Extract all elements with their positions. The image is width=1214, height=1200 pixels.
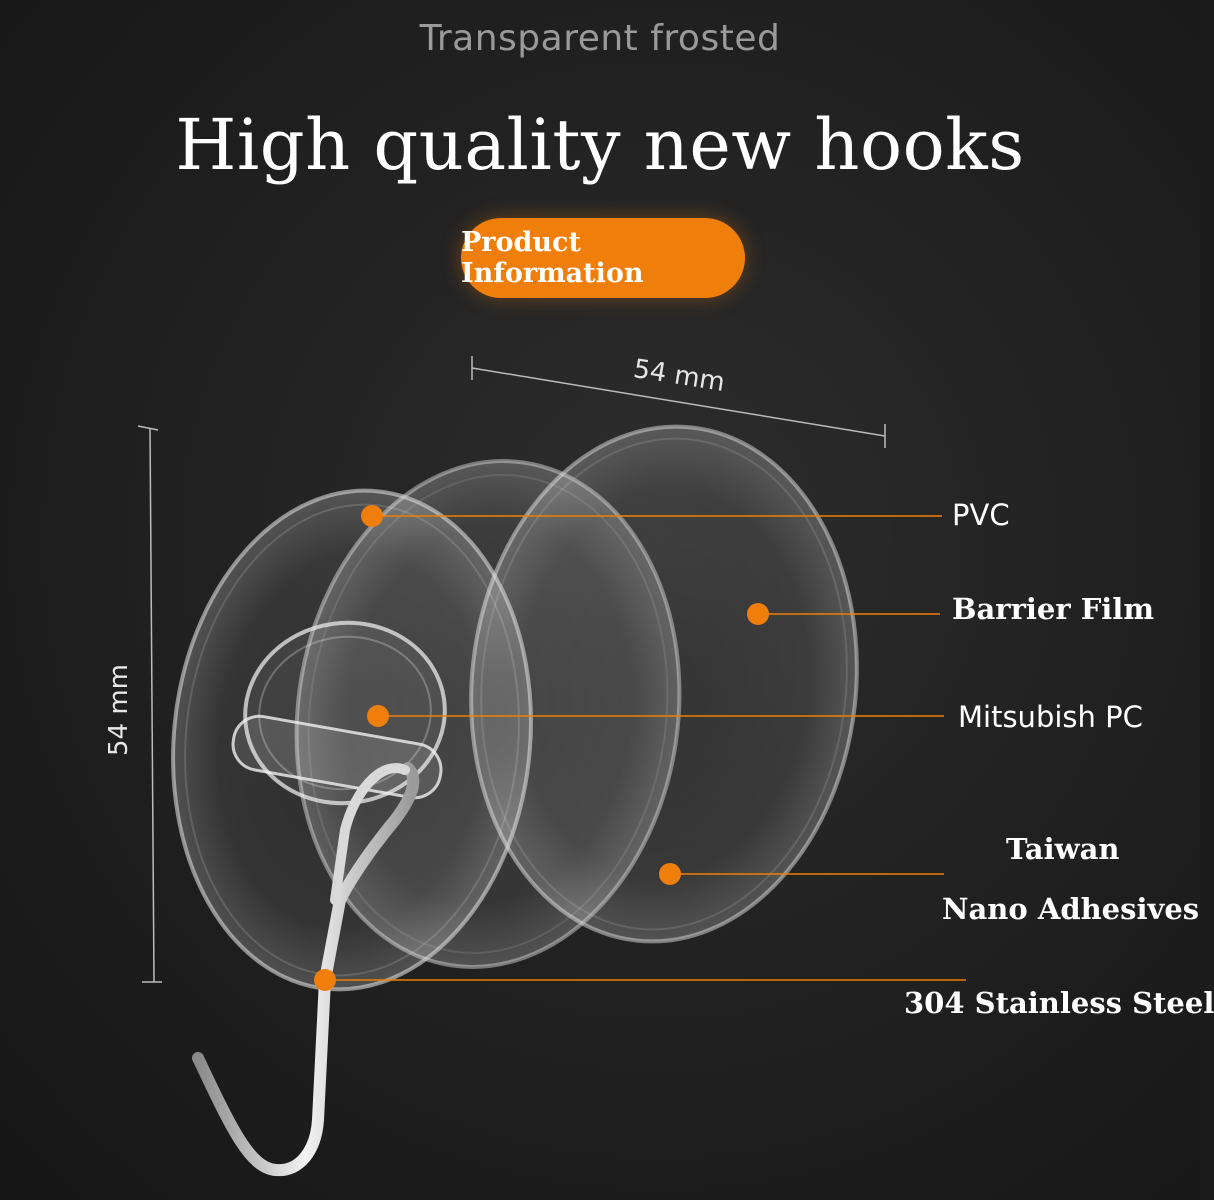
- steel-hook: [192, 762, 420, 1177]
- page-title: High quality new hooks: [175, 104, 1025, 186]
- callout-dots: [314, 505, 769, 991]
- product-info-badge: Product Information: [461, 218, 745, 298]
- adhesive-dot: [659, 863, 681, 885]
- subtitle: Transparent frosted: [419, 18, 781, 59]
- callout-lines: [325, 515, 966, 981]
- label-adhesive-line2: Nano Adhesives: [942, 892, 1200, 926]
- width-dimension: [471, 356, 886, 448]
- label-steel: 304 Stainless Steel: [904, 986, 1214, 1020]
- height-dimension: [137, 425, 162, 983]
- label-mitsubish-pc: Mitsubish PC: [958, 700, 1143, 734]
- label-pvc: PVC: [952, 498, 1010, 532]
- pc-cap: [231, 620, 447, 806]
- label-adhesive-line1: Taiwan: [1006, 832, 1120, 866]
- pvc-dot: [361, 505, 383, 527]
- product-info-badge-label: Product Information: [461, 227, 644, 289]
- height-dimension-label: 54 mm: [104, 663, 134, 756]
- pc-dot: [367, 705, 389, 727]
- steel-dot: [314, 969, 336, 991]
- barrier-film-dot: [747, 603, 769, 625]
- label-barrier-film: Barrier Film: [952, 592, 1155, 626]
